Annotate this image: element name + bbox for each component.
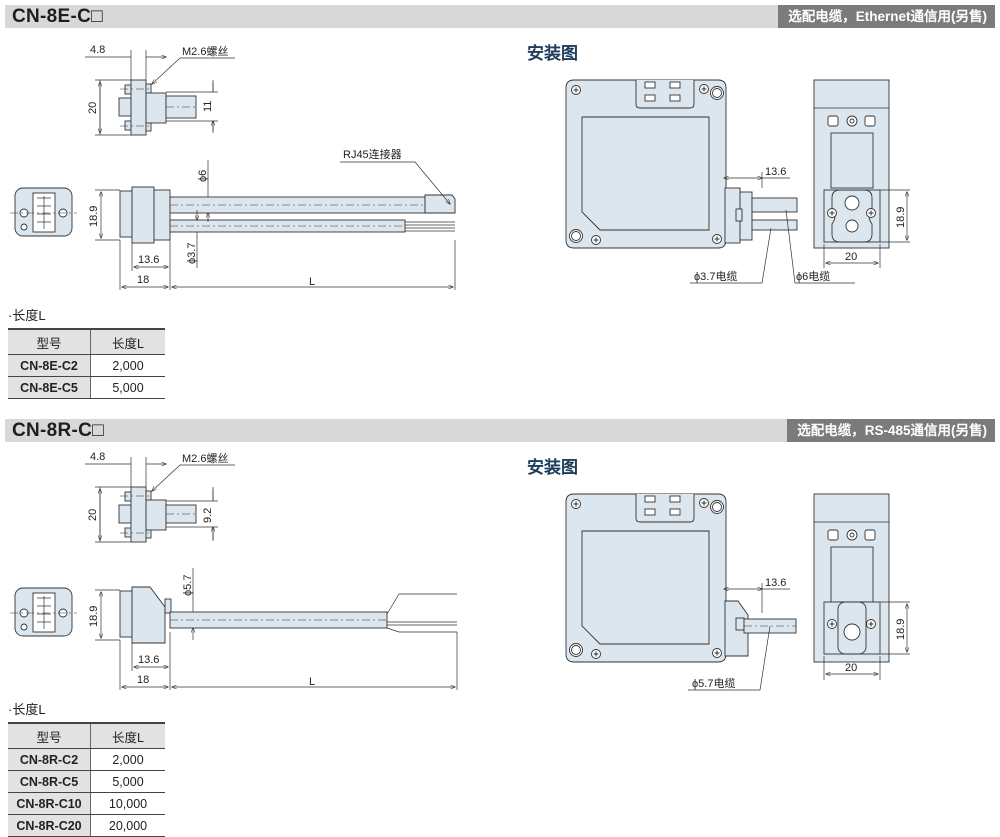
label-cable-6: ϕ6电缆 [796, 270, 830, 283]
model-cell: CN-8R-C20 [8, 814, 91, 837]
section-tag: 选配电缆，RS-485通信用(另售) [787, 419, 995, 442]
section-header-cn8e: CN-8E-C□ 选配电缆，Ethernet通信用(另售) [5, 5, 995, 28]
dim-20: 20 [87, 102, 99, 114]
mount-dim-18-9: 18.9 [895, 207, 907, 228]
table-header-row: 型号 长度L [8, 328, 165, 355]
cn8r-mounting-drawing: 安装图 13.6 18.9 20 ϕ5.7电缆 [527, 457, 910, 691]
dim-L: L [309, 676, 315, 688]
dim-18: 18 [137, 674, 149, 686]
col-model: 型号 [8, 722, 91, 749]
mount-title: 安装图 [527, 43, 578, 63]
section-title: CN-8E-C□ [12, 6, 103, 27]
col-model: 型号 [8, 328, 91, 355]
dim-18: 18 [137, 274, 149, 286]
label-screw: M2.6螺丝 [182, 452, 228, 465]
col-length: 长度L [90, 722, 165, 749]
model-cell: CN-8R-C10 [8, 792, 91, 815]
cn8r-side-view: 18.9 ϕ5.7 13.6 18 L [9, 568, 458, 690]
length-cell: 10,000 [90, 792, 165, 815]
length-cell: 2,000 [90, 354, 165, 377]
length-cell: 2,000 [90, 748, 165, 771]
model-cell: CN-8R-C5 [8, 770, 91, 793]
dim-9-2: 9.2 [202, 508, 214, 523]
section-tag: 选配电缆，Ethernet通信用(另售) [778, 5, 995, 28]
mount-dim-13-6: 13.6 [765, 166, 786, 178]
cn8e-mounting-drawing: 安装图 13.6 18.9 20 ϕ3.7电缆 ϕ6电缆 [527, 43, 910, 284]
mount-dim-18-9: 18.9 [895, 619, 907, 640]
cn8e-side-view: 18.9 ϕ6 ϕ3.7 13.6 18 L RJ45连接器 [9, 148, 456, 290]
col-length: 长度L [90, 328, 165, 355]
cn8e-top-view: 4.8 M2.6螺丝 20 11 [85, 44, 235, 135]
table-header-row: 型号 长度L [8, 722, 165, 749]
mount-dim-20: 20 [845, 251, 857, 263]
dim-11: 11 [202, 101, 214, 112]
dim-phi5-7: ϕ5.7 [182, 575, 194, 596]
dim-phi6: ϕ6 [197, 170, 209, 182]
section-title: CN-8R-C□ [12, 420, 104, 441]
model-cell: CN-8E-C5 [8, 376, 91, 399]
dim-phi3-7: ϕ3.7 [186, 243, 198, 264]
dim-13-6: 13.6 [138, 654, 159, 666]
length-cell: 5,000 [90, 770, 165, 793]
dim-18-9: 18.9 [88, 206, 100, 227]
model-cell: CN-8R-C2 [8, 748, 91, 771]
dim-L: L [309, 276, 315, 288]
model-cell: CN-8E-C2 [8, 354, 91, 377]
dim-4-8: 4.8 [90, 451, 105, 463]
section-header-cn8r: CN-8R-C□ 选配电缆，RS-485通信用(另售) [5, 419, 995, 442]
length-label: ·长度L [8, 308, 46, 323]
label-cable-5-7: ϕ5.7电缆 [692, 677, 735, 690]
cn8r-top-view: 4.8 M2.6螺丝 20 9.2 [85, 451, 235, 542]
label-screw: M2.6螺丝 [182, 45, 228, 58]
length-cell: 5,000 [90, 376, 165, 399]
label-cable-3-7: ϕ3.7电缆 [694, 270, 737, 283]
dim-20: 20 [87, 509, 99, 521]
length-cell: 20,000 [90, 814, 165, 837]
mount-dim-13-6: 13.6 [765, 577, 786, 589]
mount-dim-20: 20 [845, 662, 857, 674]
label-rj45: RJ45连接器 [343, 148, 402, 161]
length-label: ·长度L [8, 702, 46, 717]
dim-4-8: 4.8 [90, 44, 105, 56]
dim-18-9: 18.9 [88, 606, 100, 627]
dim-13-6: 13.6 [138, 254, 159, 266]
mount-title: 安装图 [527, 457, 578, 477]
